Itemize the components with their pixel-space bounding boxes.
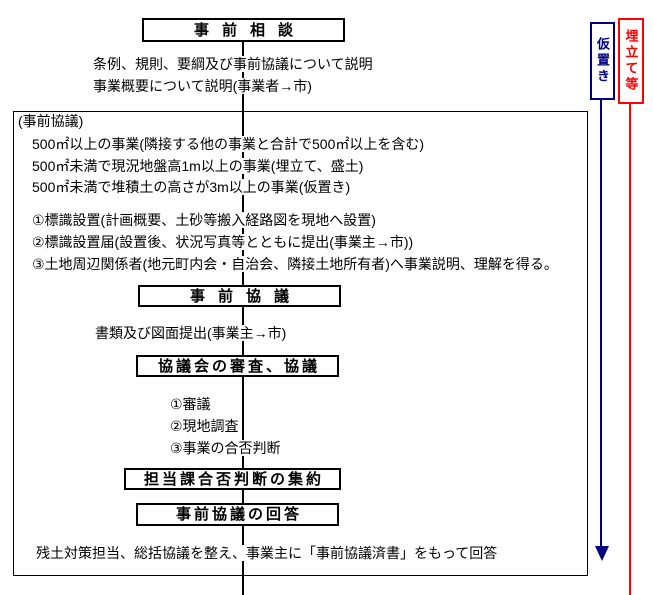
temporary-track-line xyxy=(600,96,602,548)
criteria-item: 500㎡以上の事業(隣接する他の事業と合計で500㎡以上を含む) xyxy=(30,136,427,152)
criteria-item: 500㎡未満で現況地盤高1m以上の事業(埋立て、盛土) xyxy=(30,158,366,174)
council-step-item: ②現地調査 xyxy=(168,418,241,434)
note-submit-documents: 書類及び図面提出(事業主→市) xyxy=(93,325,289,341)
side-label-temporary: 仮置き xyxy=(590,22,615,100)
prep-step-item: ①標識設置(計画概要、土砂等搬入経路図を現地へ設置) xyxy=(30,212,378,228)
note-answer-detail: 残土対策担当、総括協議を整え、事業主に「事前協議済書」をもって回答 xyxy=(34,545,500,561)
flow-step-answer: 事前協議の回答 xyxy=(136,503,339,526)
group-box-label: (事前協議) xyxy=(16,113,86,129)
flow-step-prior-consultation: 事前相談 xyxy=(142,18,345,42)
pre-consultation-group-box xyxy=(13,111,588,576)
note-consultation-2: 事業概要について説明(事業者→市) xyxy=(91,78,314,94)
criteria-item: 500㎡未満で堆積土の高さが3m以上の事業(仮置き) xyxy=(30,179,353,195)
temporary-track-arrow-icon xyxy=(595,546,609,561)
flow-step-pre-consultation: 事前協議 xyxy=(138,285,341,307)
council-step-item: ③事業の合否判断 xyxy=(168,440,283,456)
landfill-track-line xyxy=(629,100,631,595)
council-step-item: ①審議 xyxy=(168,396,213,412)
note-consultation-1: 条例、規則、要綱及び事前協議について説明 xyxy=(91,56,375,72)
side-label-landfill: 埋立て等 xyxy=(618,18,644,104)
flow-step-dept-summary: 担当課合否判断の集約 xyxy=(124,468,341,490)
flow-step-council-review: 協議会の審査、協議 xyxy=(136,355,339,377)
prep-step-item: ②標識設置届(設置後、状況写真等とともに提出(事業主→市)) xyxy=(30,234,416,250)
prep-step-item: ③土地周辺関係者(地元町内会・自治会、隣接土地所有者)へ事業説明、理解を得る。 xyxy=(30,256,560,272)
flow-connector-line xyxy=(242,40,244,595)
